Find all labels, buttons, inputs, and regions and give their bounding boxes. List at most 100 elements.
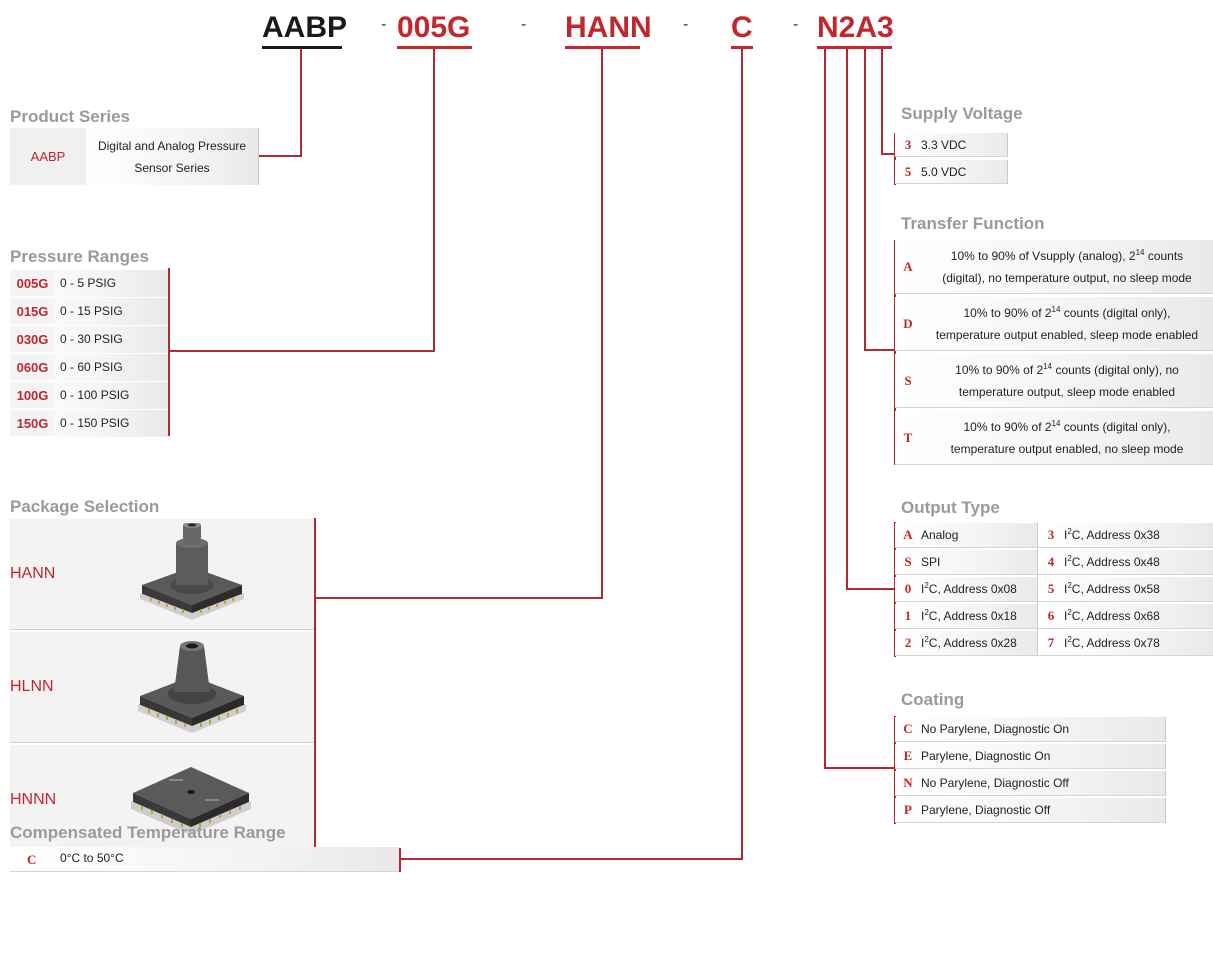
transfer-function-desc: 10% to 90% of 214 counts (digital only),… bbox=[921, 297, 1213, 350]
tf-text: counts (digital only), bbox=[1060, 305, 1171, 320]
separator: - bbox=[381, 16, 387, 33]
transfer-function-line1: 10% to 90% of Vsupply (analog), 214 coun… bbox=[951, 245, 1183, 267]
product-series-desc-line1: Digital and Analog Pressure bbox=[97, 138, 247, 153]
transfer-function-row: S 10% to 90% of 214 counts (digital only… bbox=[895, 354, 1213, 408]
package-hnnn-image bbox=[131, 767, 251, 835]
pressure-range-label: 0 - 100 PSIG bbox=[60, 388, 130, 402]
output-type-cell: 4 I2C, Address 0x48 bbox=[1038, 550, 1213, 575]
output-type-label: I2C, Address 0x78 bbox=[1064, 636, 1160, 651]
product-series-key: AABP bbox=[10, 128, 86, 185]
package-selection-border bbox=[314, 518, 316, 852]
package-row: HNNN bbox=[10, 745, 314, 856]
connector-coating-h bbox=[824, 767, 895, 769]
output-type-code: 4 bbox=[1047, 554, 1055, 569]
product-series-title: Product Series bbox=[10, 107, 130, 126]
connector-package-h bbox=[314, 597, 603, 599]
tf-sup: 14 bbox=[1051, 418, 1061, 428]
connector-output-h bbox=[846, 588, 895, 590]
tf-sup: 14 bbox=[1135, 247, 1145, 257]
coating-row: C No Parylene, Diagnostic On bbox=[895, 717, 1166, 742]
output-type-cell: 6 I2C, Address 0x68 bbox=[1038, 604, 1213, 629]
pressure-range-row: 150G 0 - 150 PSIG bbox=[10, 410, 168, 437]
code-package: HANN bbox=[565, 11, 652, 44]
temperature-label: 0°C to 50°C bbox=[60, 851, 124, 865]
transfer-function-desc: 10% to 90% of 214 counts (digital only),… bbox=[921, 411, 1213, 464]
ot-pre: I bbox=[1064, 582, 1068, 596]
package-row: HLNN bbox=[10, 632, 314, 743]
code-options: N2A3 bbox=[817, 11, 894, 44]
transfer-function-line2: temperature output enabled, sleep mode e… bbox=[935, 327, 1199, 342]
transfer-function-code: D bbox=[903, 315, 913, 331]
output-type-code: 0 bbox=[904, 581, 912, 596]
ot-pre: I bbox=[921, 609, 925, 623]
pressure-range-code: 015G bbox=[10, 298, 55, 324]
tf-sup: 14 bbox=[1043, 361, 1053, 371]
ot-post: C, Address 0x58 bbox=[1071, 582, 1160, 596]
output-type-code: S bbox=[904, 554, 912, 569]
connector-package bbox=[601, 49, 603, 599]
coating-row: E Parylene, Diagnostic On bbox=[895, 744, 1166, 769]
ot-pre: I bbox=[1064, 609, 1068, 623]
output-type-label: I2C, Address 0x28 bbox=[921, 635, 1017, 651]
supply-voltage-border bbox=[894, 133, 896, 185]
product-series-desc-line2: Sensor Series bbox=[134, 160, 210, 175]
transfer-function-desc: 10% to 90% of Vsupply (analog), 214 coun… bbox=[921, 240, 1213, 293]
output-type-cell: 3 I2C, Address 0x38 bbox=[1038, 523, 1213, 548]
output-type-divider bbox=[1037, 522, 1038, 657]
code-options-underline bbox=[817, 46, 892, 49]
output-type-code: 3 bbox=[1047, 527, 1055, 542]
transfer-function-border bbox=[894, 240, 896, 465]
ot-sup: 2 bbox=[1067, 581, 1072, 590]
pressure-range-code: 030G bbox=[10, 326, 55, 352]
transfer-function-desc: 10% to 90% of 214 counts (digital only),… bbox=[921, 354, 1213, 407]
supply-voltage-label: 5.0 VDC bbox=[921, 164, 967, 179]
package-code: HLNN bbox=[10, 678, 54, 695]
product-series-desc: Digital and Analog Pressure Sensor Serie… bbox=[86, 128, 259, 185]
code-temperature-underline bbox=[731, 46, 753, 49]
connector-temperature-h bbox=[400, 858, 743, 860]
tf-text: 10% to 90% of 2 bbox=[963, 305, 1052, 320]
temperature-key: C bbox=[27, 852, 37, 867]
tf-sup: 14 bbox=[1051, 304, 1061, 314]
coating-label: Parylene, Diagnostic On bbox=[921, 749, 1051, 763]
transfer-function-title: Transfer Function bbox=[901, 214, 1045, 233]
output-type-code: 6 bbox=[1047, 608, 1055, 623]
coating-code: E bbox=[903, 748, 913, 763]
connector-transfer bbox=[864, 49, 866, 351]
temperature-border bbox=[399, 848, 401, 872]
ot-sup: 2 bbox=[1067, 608, 1072, 617]
supply-voltage-row: 5 5.0 VDC bbox=[895, 160, 1008, 184]
transfer-function-code: T bbox=[903, 429, 913, 445]
ot-post: C, Address 0x18 bbox=[928, 609, 1017, 623]
coating-label: No Parylene, Diagnostic On bbox=[921, 722, 1070, 736]
output-type-label: I2C, Address 0x68 bbox=[1064, 608, 1160, 624]
coating-code: C bbox=[903, 721, 913, 736]
ot-pre: I bbox=[921, 582, 925, 596]
pressure-range-label: 0 - 60 PSIG bbox=[60, 360, 123, 374]
ot-sup: 2 bbox=[924, 581, 929, 590]
transfer-function-line2: temperature output, sleep mode enabled bbox=[958, 384, 1176, 399]
ot-sup: 2 bbox=[924, 635, 929, 644]
separator: - bbox=[683, 16, 689, 33]
coating-code: P bbox=[904, 802, 912, 817]
output-type-code: 5 bbox=[1047, 581, 1055, 596]
tf-text: counts (digital only), bbox=[1060, 419, 1171, 434]
pressure-ranges-border bbox=[168, 268, 170, 436]
supply-voltage-title: Supply Voltage bbox=[901, 104, 1023, 123]
ot-post: C, Address 0x28 bbox=[928, 636, 1017, 650]
transfer-function-code: S bbox=[904, 372, 912, 388]
output-type-label: I2C, Address 0x48 bbox=[1064, 555, 1160, 570]
output-type-label: I2C, Address 0x38 bbox=[1064, 528, 1160, 543]
coating-code: N bbox=[903, 775, 913, 790]
supply-voltage-code: 5 bbox=[904, 163, 912, 179]
output-type-code: 2 bbox=[904, 635, 912, 650]
package-code: HANN bbox=[10, 565, 56, 582]
code-pressure: 005G bbox=[397, 11, 471, 44]
transfer-function-code: A bbox=[903, 258, 913, 274]
